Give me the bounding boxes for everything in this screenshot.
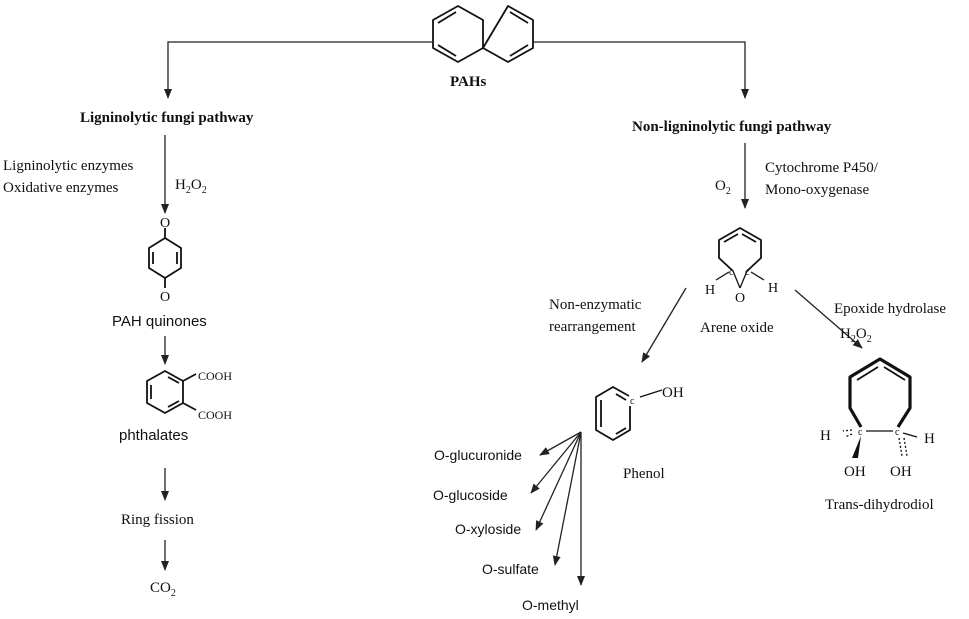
dihydrodiol-hydroxyl-right: OH bbox=[890, 464, 912, 480]
dihydrodiol-cofactor: H2O2 bbox=[840, 326, 872, 345]
right-pathway-title: Non-ligninolytic fungi pathway bbox=[632, 119, 832, 135]
enzyme-monooxygenase: Mono-oxygenase bbox=[765, 182, 869, 198]
dihydrodiol-carbon-right: c bbox=[895, 427, 900, 438]
conjugate-label: O-glucuronide bbox=[434, 447, 522, 463]
quinone-structure bbox=[148, 228, 182, 288]
dihydrodiol-label: Trans-dihydrodiol bbox=[825, 497, 934, 513]
phenol-structure bbox=[595, 386, 663, 441]
arene-carbon-left: c bbox=[729, 267, 734, 278]
enzyme-label: Ligninolytic enzymes bbox=[3, 158, 134, 174]
arene-hydrogen-right: H bbox=[768, 281, 778, 296]
product-co2: CO2 bbox=[150, 580, 176, 599]
conjugate-label: O-sulfate bbox=[482, 561, 539, 577]
arene-oxygen: O bbox=[735, 291, 745, 306]
arrow-to-phenol bbox=[641, 287, 687, 363]
phenol-hydroxyl: OH bbox=[662, 385, 684, 401]
right-cofactor: O2 bbox=[715, 178, 731, 197]
left-pathway-title: Ligninolytic fungi pathway bbox=[80, 110, 254, 126]
conjugate-label: O-glucoside bbox=[433, 487, 508, 503]
quinone-oxygen-top: O bbox=[160, 216, 170, 231]
cooh-group-bottom: COOH bbox=[198, 408, 232, 422]
arene-carbon-right: c bbox=[745, 267, 750, 278]
dihydrodiol-structure bbox=[842, 357, 918, 458]
arene-hydrogen-left: H bbox=[705, 283, 715, 298]
phenol-carbon: c bbox=[630, 396, 635, 407]
arene-oxide-structure bbox=[715, 227, 765, 289]
conjugate-label: O-methyl bbox=[522, 597, 579, 613]
naphthalene-structure bbox=[432, 5, 534, 63]
arene-oxide-label: Arene oxide bbox=[700, 320, 774, 336]
epoxide-hydrolase-label: Epoxide hydrolase bbox=[834, 301, 946, 317]
connector-left-branch bbox=[164, 41, 433, 99]
phenol-label: Phenol bbox=[623, 466, 665, 482]
non-enzymatic-label: Non-enzymatic bbox=[549, 297, 642, 313]
dihydrodiol-hydrogen-right: H bbox=[924, 431, 935, 447]
step-pah-quinones: PAH quinones bbox=[112, 313, 207, 330]
connector-right-branch bbox=[533, 41, 749, 99]
root-label: PAHs bbox=[450, 74, 487, 90]
conjugate-arrows bbox=[530, 431, 585, 586]
dihydrodiol-hydroxyl-left: OH bbox=[844, 464, 866, 480]
rearrangement-label: rearrangement bbox=[549, 319, 636, 335]
dihydrodiol-hydrogen-left: H bbox=[820, 428, 831, 444]
cooh-group-top: COOH bbox=[198, 369, 232, 383]
dihydrodiol-carbon-left: c bbox=[858, 427, 863, 438]
arrow-to-dihydrodiol bbox=[794, 289, 863, 349]
step-phthalates: phthalates bbox=[119, 427, 188, 444]
enzyme-cytochrome: Cytochrome P450/ bbox=[765, 160, 879, 176]
left-cofactor: H2O2 bbox=[175, 177, 207, 196]
phthalate-structure bbox=[146, 370, 197, 414]
quinone-oxygen-bottom: O bbox=[160, 290, 170, 305]
enzyme-label: Oxidative enzymes bbox=[3, 180, 119, 196]
step-ring-fission: Ring fission bbox=[121, 512, 194, 528]
conjugate-label: O-xyloside bbox=[455, 521, 521, 537]
